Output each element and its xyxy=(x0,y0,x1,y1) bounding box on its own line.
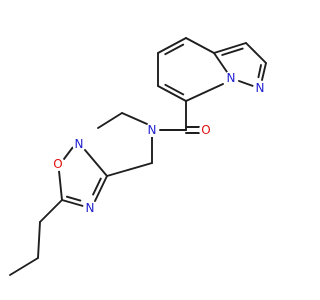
bond-pz-ca-cb xyxy=(213,42,247,54)
bond-pz-cb-cc xyxy=(245,42,267,64)
bond-propyl-1 xyxy=(39,199,63,223)
bond-ox-o5-c5 xyxy=(58,170,63,201)
bond-layer xyxy=(9,37,267,276)
bond-ox-c5-n4 xyxy=(61,199,84,207)
bond-py-ca-c1 xyxy=(185,37,215,54)
bond-ox-n4-c3-inner xyxy=(92,177,102,196)
bond-ox-c3-n2 xyxy=(84,149,108,177)
atom-label-n-oxadiazole-2: N xyxy=(75,137,84,151)
bond-py-c3-c4 xyxy=(157,85,187,102)
bond-ch2-c3 xyxy=(106,162,153,177)
bond-py-c3-c4-inner xyxy=(164,83,185,96)
bond-ethyl xyxy=(97,112,123,129)
bond-pz-ca-cb-inner xyxy=(221,47,244,56)
atom-label-n-amide: N xyxy=(148,123,157,137)
bond-propyl-3 xyxy=(9,257,39,276)
molecule-drawing: N N N O O N N xyxy=(9,37,267,276)
bond-n-ethyl xyxy=(121,112,148,125)
bond-py-c1-c2 xyxy=(157,37,187,54)
atom-label-n-pyrazole: N xyxy=(256,81,265,95)
bond-ox-n2-o5 xyxy=(63,146,74,160)
structure-diagram: N N N O O N N xyxy=(9,37,267,276)
bond-pz-cc-np xyxy=(261,62,267,81)
bond-py-c4-nb xyxy=(185,83,224,102)
bond-ox-c5-n4-inner xyxy=(65,195,82,202)
bond-ox-n4-c3 xyxy=(94,175,108,202)
atom-label-o-oxadiazole: O xyxy=(53,157,62,171)
bond-pz-np-nb xyxy=(238,80,254,87)
atom-label-n-bridgehead: N xyxy=(227,71,236,85)
atom-label-o-carbonyl: O xyxy=(201,123,210,137)
bond-py-ca-nb xyxy=(213,52,228,73)
bond-propyl-2 xyxy=(37,221,41,259)
atom-label-n-oxadiazole-4: N xyxy=(86,201,95,215)
bond-py-c1-c2-inner xyxy=(164,43,185,56)
atom-label-layer: N N N O O N N xyxy=(51,71,267,215)
bond-pz-cc-np-inner xyxy=(257,64,262,79)
